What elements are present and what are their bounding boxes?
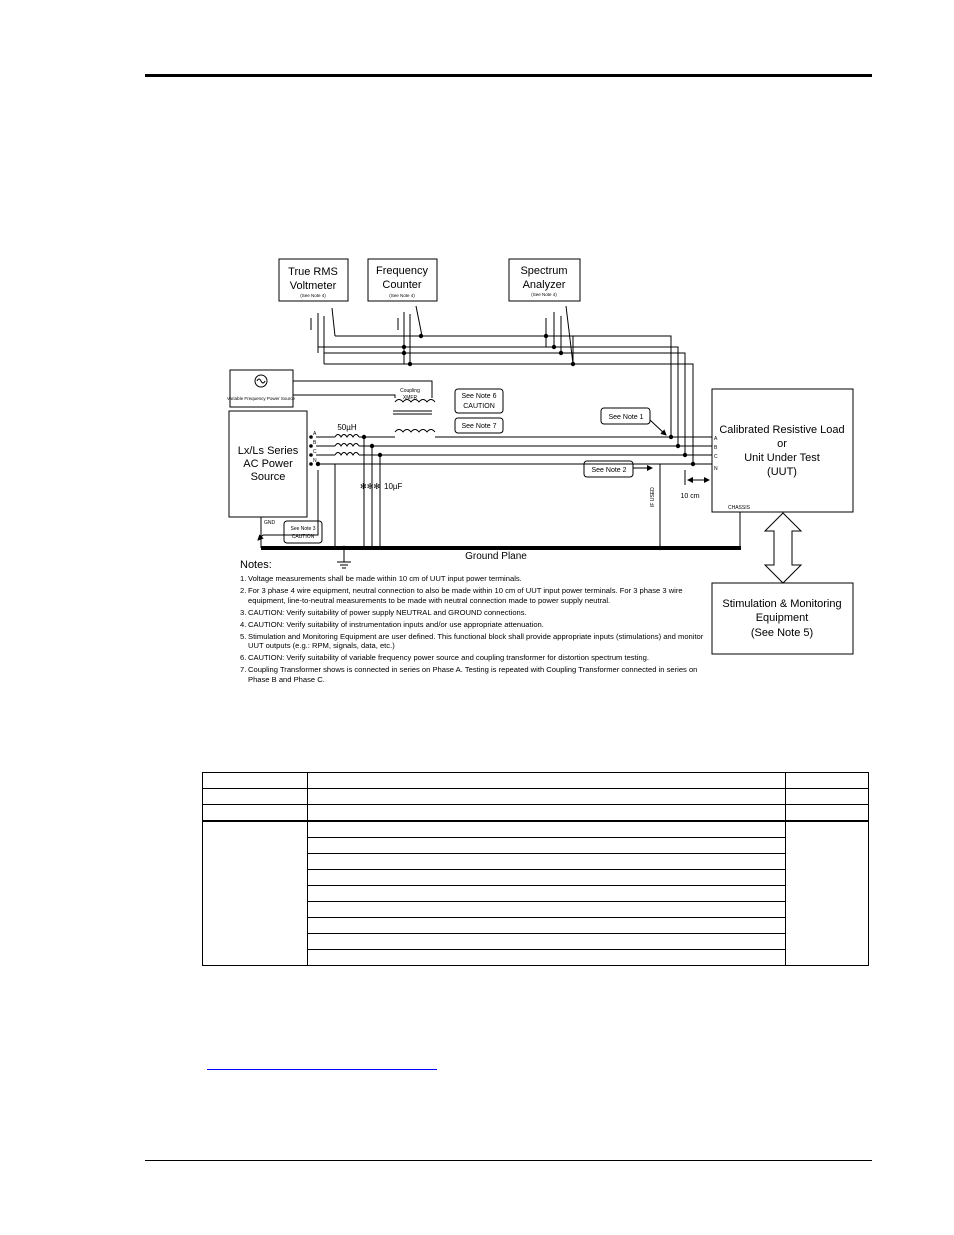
phase-b-left: B: [313, 440, 317, 446]
phase-c-right: C: [714, 454, 718, 460]
see-note-3-callout: [283, 520, 323, 544]
see-note-7-callout: [454, 417, 504, 434]
notes-heading: Notes:: [240, 559, 272, 571]
stim-line3: (See Note 5): [751, 627, 813, 639]
frequency-counter-box: [367, 258, 438, 302]
note1-label: See Note 1: [608, 414, 643, 421]
uut-line4: (UUT): [767, 466, 797, 478]
note-text: For 3 phase 4 wire equipment, neutral co…: [248, 586, 683, 605]
hyperlink-underline[interactable]: [207, 1069, 437, 1070]
ac-source-line1: Lx/Ls Series: [238, 445, 299, 457]
spectrum-analyzer-line1: Spectrum: [520, 265, 567, 277]
table-row: [202, 772, 869, 789]
phase-n-left: N: [313, 458, 317, 464]
note-number: 2.: [240, 586, 247, 596]
table-row: [202, 804, 869, 822]
if-used-label: IF USED: [650, 487, 656, 507]
note7-label: See Note 7: [461, 423, 496, 430]
note-number: 5.: [240, 631, 247, 641]
ground-plane-label: Ground Plane: [465, 551, 527, 562]
note-number: 3.: [240, 607, 247, 617]
footer-rule: [145, 1160, 872, 1161]
voltmeter-line2: Voltmeter: [290, 280, 337, 292]
requirements-table: [202, 772, 869, 966]
header-rule: [145, 74, 872, 77]
uut-line3: Unit Under Test: [744, 452, 820, 464]
note-text: CAUTION: Verify suitability of variable …: [248, 653, 649, 663]
ac-power-source-box: [228, 410, 308, 518]
uut-line2: or: [777, 438, 787, 450]
note-text: Voltage measurements shall be made withi…: [248, 574, 522, 584]
table-row: [202, 788, 869, 805]
note-number: 4.: [240, 619, 247, 629]
test-setup-diagram: True RMS Voltmeter (See Note 4) Frequenc…: [227, 258, 854, 655]
ac-source-icon: [254, 374, 268, 388]
phase-a-left: A: [313, 431, 317, 437]
notes-list: 1.Voltage measurements shall be made wit…: [240, 574, 710, 684]
note2-label: See Note 2: [591, 467, 626, 474]
note-item: 5.Stimulation and Monitoring Equipment a…: [240, 632, 710, 651]
phase-a-right: A: [714, 436, 718, 442]
frequency-counter-line2: Counter: [382, 279, 421, 291]
note-item: 7.Coupling Transformer shows is connecte…: [240, 665, 710, 684]
note-item: 1.Voltage measurements shall be made wit…: [240, 574, 710, 583]
stim-line1: Stimulation & Monitoring: [722, 598, 841, 610]
note6-line1: See Note 6: [461, 393, 496, 400]
frequency-counter-line1: Frequency: [376, 265, 428, 277]
table-row: [203, 949, 869, 966]
see-note-2-callout: [583, 460, 634, 478]
note3-line1: See Note 3: [290, 526, 315, 532]
voltmeter-line1: True RMS: [288, 266, 338, 278]
note-number: 1.: [240, 574, 247, 584]
uut-line1: Calibrated Resistive Load: [719, 424, 844, 436]
variable-frequency-source-box: [229, 369, 294, 408]
voltmeter-box: [278, 258, 349, 302]
note-number: 6.: [240, 653, 247, 663]
see-note-1-callout: [600, 407, 651, 425]
phase-b-right: B: [714, 445, 718, 451]
note-item: 3.CAUTION: Verify suitability of power s…: [240, 608, 710, 617]
ac-source-line3: Source: [251, 471, 286, 483]
ground-plane-bar: [261, 546, 741, 550]
inductor-label: 50µH: [337, 423, 357, 432]
note-number: 7.: [240, 665, 247, 675]
note-item: 2.For 3 phase 4 wire equipment, neutral …: [240, 586, 710, 605]
spectrum-analyzer-note: (See Note 4): [531, 292, 557, 297]
table-row: [202, 820, 869, 966]
note6-line2: CAUTION: [463, 403, 495, 410]
coupling-label-line1: Coupling: [400, 388, 420, 394]
phase-c-left: C: [313, 449, 317, 455]
spectrum-analyzer-line2: Analyzer: [523, 279, 566, 291]
coupling-label-line2: XMFR: [403, 395, 418, 401]
note-text: Coupling Transformer shows is connected …: [248, 665, 698, 684]
bidirectional-arrow: [763, 512, 803, 584]
frequency-counter-note: (See Note 4): [389, 293, 415, 298]
notes-section: Notes: 1.Voltage measurements shall be m…: [240, 559, 710, 687]
uut-box: [711, 388, 854, 513]
capacitor-label: 10µF: [384, 482, 403, 491]
variable-source-label: Variable Frequency Power Source: [227, 396, 296, 401]
note-text: CAUTION: Verify suitability of instrumen…: [248, 619, 544, 629]
ac-source-line2: AC Power: [243, 458, 293, 470]
see-note-6-callout: [454, 388, 504, 414]
stim-line2: Equipment: [756, 612, 809, 624]
spectrum-analyzer-box: [508, 258, 581, 302]
gnd-label: GND: [264, 520, 276, 526]
phase-n-right: N: [714, 466, 718, 472]
capacitor-symbols: ✻✻✻: [360, 482, 380, 491]
voltmeter-note: (See Note 4): [300, 293, 326, 298]
note-item: 6.CAUTION: Verify suitability of variabl…: [240, 653, 710, 662]
chassis-label: CHASSIS: [728, 505, 751, 511]
note-text: CAUTION: Verify suitability of power sup…: [248, 607, 527, 617]
note3-line2: CAUTION: [292, 534, 315, 540]
note-item: 4. CAUTION: Verify suitability of instru…: [240, 620, 710, 629]
note-text: Stimulation and Monitoring Equipment are…: [248, 631, 704, 651]
distance-label: 10 cm: [680, 493, 699, 500]
